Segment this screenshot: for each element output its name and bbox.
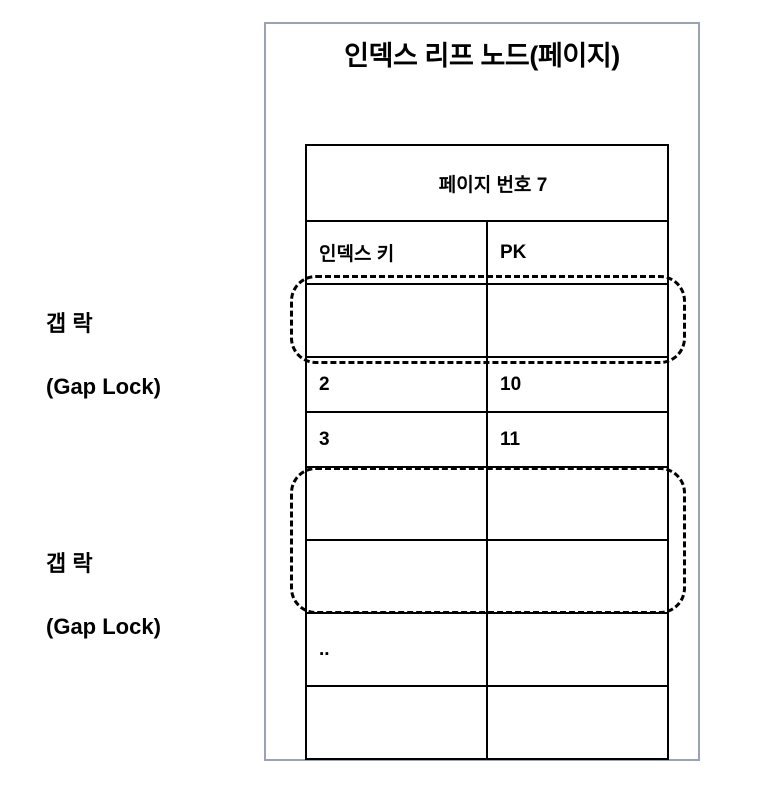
column-header-pk: PK — [486, 220, 669, 285]
table-row-page-header: 페이지 번호 7 — [305, 144, 669, 222]
cell-pk — [486, 283, 669, 358]
table-row-last — [305, 685, 669, 760]
cell-pk — [486, 466, 669, 541]
column-header-index-key: 인덱스 키 — [305, 220, 488, 285]
table-row-gap-2b — [305, 539, 669, 614]
cell-index-key — [305, 283, 488, 358]
cell-pk — [486, 612, 669, 687]
cell-index-key — [305, 466, 488, 541]
cell-index-key: 3 — [305, 411, 488, 468]
cell-pk — [486, 685, 669, 760]
cell-pk — [486, 539, 669, 614]
table-row: 2 10 — [305, 356, 669, 413]
table-row-gap-2a — [305, 466, 669, 541]
page-number-header-cell: 페이지 번호 7 — [305, 144, 669, 222]
table-row-gap-1 — [305, 283, 669, 358]
table-row-column-header: 인덱스 키 PK — [305, 220, 669, 285]
gap-lock-label-1-en: (Gap Lock) — [46, 373, 161, 399]
cell-pk: 11 — [486, 411, 669, 468]
gap-lock-label-2-en: (Gap Lock) — [46, 613, 161, 639]
cell-index-key: .. — [305, 612, 488, 687]
gap-lock-label-1-ko: 갭 락 — [46, 311, 93, 337]
table-row: 3 11 — [305, 411, 669, 468]
cell-index-key — [305, 685, 488, 760]
gap-lock-label-1: 갭 락 (Gap Lock) — [46, 277, 276, 433]
cell-index-key — [305, 539, 488, 614]
index-leaf-node-table: 페이지 번호 7 인덱스 키 PK 2 10 3 11 .. — [305, 144, 669, 760]
gap-lock-label-2-ko: 갭 락 — [46, 551, 93, 577]
table-row-ellipsis: .. — [305, 612, 669, 687]
cell-pk: 10 — [486, 356, 669, 413]
gap-lock-label-2: 갭 락 (Gap Lock) — [46, 517, 276, 673]
page-title: 인덱스 리프 노드(페이지) — [344, 41, 620, 71]
cell-index-key: 2 — [305, 356, 488, 413]
